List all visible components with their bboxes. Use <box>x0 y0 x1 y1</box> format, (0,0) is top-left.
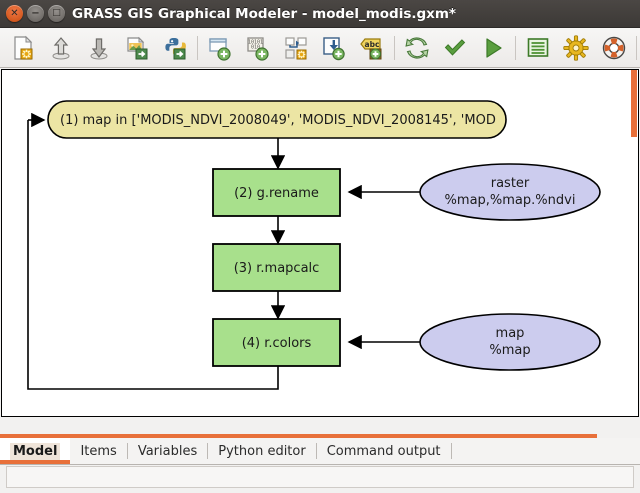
maximize-button[interactable]: □ <box>48 5 65 22</box>
export-image-button[interactable] <box>118 29 156 67</box>
add-comment-button[interactable]: abc <box>353 29 391 67</box>
add-data-icon: 10101 010 <box>247 36 269 61</box>
gear-icon <box>563 34 589 61</box>
tab-items-label: Items <box>80 443 117 459</box>
title-bar: ✕ − □ GRASS GIS Graphical Modeler - mode… <box>0 0 640 28</box>
tab-divider-3 <box>315 443 317 459</box>
export-image-icon <box>127 36 148 59</box>
node-data-raster-label-line1: raster <box>491 176 530 191</box>
tab-variables-label: Variables <box>137 443 198 459</box>
tab-variables[interactable]: Variables <box>128 438 207 464</box>
save-model-button[interactable] <box>80 29 118 67</box>
tab-python-editor[interactable]: Python editor <box>208 438 315 464</box>
run-button[interactable] <box>474 29 512 67</box>
window-controls: ✕ − □ <box>6 5 65 22</box>
new-model-icon <box>14 35 33 60</box>
model-diagram: (1) map in ['MODIS_NDVI_2008049', 'MODIS… <box>27 100 601 390</box>
tab-divider-4 <box>450 443 452 459</box>
vertical-scrollbar-track[interactable] <box>631 70 638 416</box>
export-python-button[interactable] <box>156 29 194 67</box>
main-toolbar: 10101 010 <box>0 28 640 68</box>
add-data-button[interactable]: 10101 010 <box>239 29 277 67</box>
svg-text:010: 010 <box>251 44 260 50</box>
vertical-scrollbar-thumb[interactable] <box>631 70 637 137</box>
add-command-icon <box>209 37 231 61</box>
add-command-button[interactable] <box>201 29 239 67</box>
open-model-button[interactable] <box>42 29 80 67</box>
tab-python-editor-label: Python editor <box>218 443 306 459</box>
validate-button[interactable] <box>436 29 474 67</box>
tab-content-panel <box>6 466 634 488</box>
node-command-2-label: (2) g.rename <box>234 186 319 201</box>
add-loop-button[interactable] <box>315 29 353 67</box>
run-icon <box>486 37 502 58</box>
model-canvas[interactable]: (1) map in ['MODIS_NDVI_2008049', 'MODIS… <box>1 69 639 417</box>
node-command-4[interactable]: (4) r.colors <box>212 318 341 367</box>
tab-divider-1 <box>126 443 128 459</box>
properties-button[interactable] <box>519 29 557 67</box>
export-python-icon <box>165 37 186 59</box>
variables-button[interactable] <box>557 29 595 67</box>
toolbar-separator-1 <box>197 35 198 60</box>
save-model-icon <box>90 37 108 59</box>
window-title: GRASS GIS Graphical Modeler - model_modi… <box>72 6 456 22</box>
toolbar-separator-2 <box>394 35 395 60</box>
add-relation-icon <box>285 36 307 59</box>
node-command-2[interactable]: (2) g.rename <box>212 168 341 217</box>
tab-accent-rule <box>0 434 597 438</box>
validate-icon <box>444 38 466 56</box>
close-icon: ✕ <box>10 8 19 19</box>
node-data-raster[interactable]: raster %map,%map.%ndvi <box>419 163 601 221</box>
toolbar-separator-4 <box>636 35 637 60</box>
tab-command-output[interactable]: Command output <box>317 438 451 464</box>
open-model-icon <box>52 36 70 59</box>
help-button[interactable] <box>595 29 633 67</box>
svg-text:abc: abc <box>365 40 380 49</box>
help-icon <box>602 36 626 59</box>
bottom-tabstrip: Model Items Variables Python editor Comm… <box>0 438 640 465</box>
node-command-3[interactable]: (3) r.mapcalc <box>212 243 341 292</box>
tab-divider-2 <box>207 443 209 459</box>
tab-items[interactable]: Items <box>70 438 126 464</box>
tab-command-output-label: Command output <box>326 443 441 459</box>
node-loop-1-label: (1) map in ['MODIS_NDVI_2008049', 'MODIS… <box>60 113 496 128</box>
node-data-map[interactable]: map %map <box>419 313 601 371</box>
tab-model[interactable]: Model <box>0 438 71 464</box>
node-data-map-label-line1: map <box>496 326 525 341</box>
toolbar-separator-3 <box>515 35 516 60</box>
add-comment-icon: abc <box>360 37 382 59</box>
node-data-raster-label-line2: %map,%map.%ndvi <box>445 193 576 208</box>
new-model-button[interactable] <box>4 29 42 67</box>
tab-model-label: Model <box>10 442 61 460</box>
node-loop-1[interactable]: (1) map in ['MODIS_NDVI_2008049', 'MODIS… <box>47 100 507 139</box>
maximize-icon: □ <box>52 8 61 18</box>
minimize-icon: − <box>31 8 40 19</box>
properties-icon <box>527 37 549 57</box>
redraw-icon <box>405 36 429 59</box>
add-loop-icon <box>323 36 345 60</box>
close-button[interactable]: ✕ <box>6 5 23 22</box>
node-command-4-label: (4) r.colors <box>242 336 312 351</box>
minimize-button[interactable]: − <box>27 5 44 22</box>
add-relation-button[interactable] <box>277 29 315 67</box>
node-data-map-label-line2: %map <box>489 343 530 358</box>
node-command-3-label: (3) r.mapcalc <box>234 261 320 276</box>
redraw-button[interactable] <box>398 29 436 67</box>
svg-text:10101: 10101 <box>248 39 263 45</box>
